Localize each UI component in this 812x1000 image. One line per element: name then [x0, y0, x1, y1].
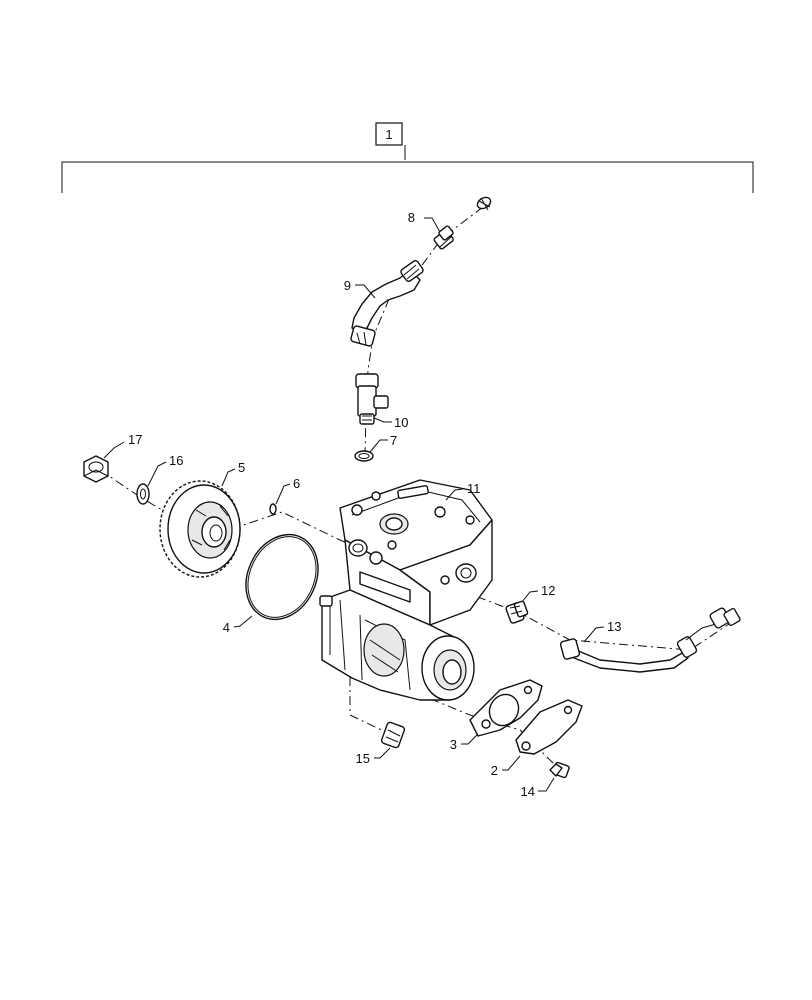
assembly-bracket: 1	[61, 122, 754, 193]
part-5-drive-gear[interactable]	[159, 480, 241, 578]
assembly-label[interactable]: 1	[385, 127, 392, 142]
leader-lines	[103, 217, 605, 792]
callout-3[interactable]: 3	[450, 737, 457, 752]
callout-7[interactable]: 7	[390, 433, 397, 448]
part-8-elbow-connector[interactable]	[433, 195, 492, 250]
callout-15[interactable]: 15	[356, 751, 370, 766]
part-17-nut[interactable]	[83, 455, 109, 483]
part-11-air-compressor[interactable]	[319, 479, 493, 701]
part-15-bolt[interactable]	[380, 721, 406, 749]
callout-9[interactable]: 9	[344, 278, 351, 293]
callout-13[interactable]: 13	[607, 619, 621, 634]
part-14-bolt[interactable]	[549, 761, 570, 779]
callout-11[interactable]: 11	[467, 481, 481, 496]
part-13-coolant-line[interactable]	[559, 607, 741, 673]
part-4-o-ring[interactable]	[233, 523, 332, 631]
part-16-washer[interactable]	[136, 483, 150, 505]
callout-8[interactable]: 8	[408, 210, 415, 225]
part-6-key-pin[interactable]	[269, 503, 277, 515]
callout-labels: 8 9 10 7 17 16 5 6 11 12 13 4 3 2 15 14	[128, 210, 621, 799]
callout-12[interactable]: 12	[541, 583, 555, 598]
callout-16[interactable]: 16	[169, 453, 183, 468]
callout-5[interactable]: 5	[238, 460, 245, 475]
callout-6[interactable]: 6	[293, 476, 300, 491]
callout-10[interactable]: 10	[394, 415, 408, 430]
part-3-flange-gasket[interactable]	[469, 679, 543, 737]
callout-17[interactable]: 17	[128, 432, 142, 447]
callout-2[interactable]: 2	[491, 763, 498, 778]
callout-4[interactable]: 4	[223, 620, 230, 635]
part-2-gasket-plate[interactable]	[515, 699, 583, 755]
part-9-bent-tube[interactable]	[350, 260, 424, 347]
part-10-tee-fitting[interactable]	[355, 373, 389, 425]
part-12-adapter-fitting[interactable]	[505, 600, 529, 624]
part-7-sealing-ring[interactable]	[354, 450, 374, 462]
callout-14[interactable]: 14	[521, 784, 535, 799]
